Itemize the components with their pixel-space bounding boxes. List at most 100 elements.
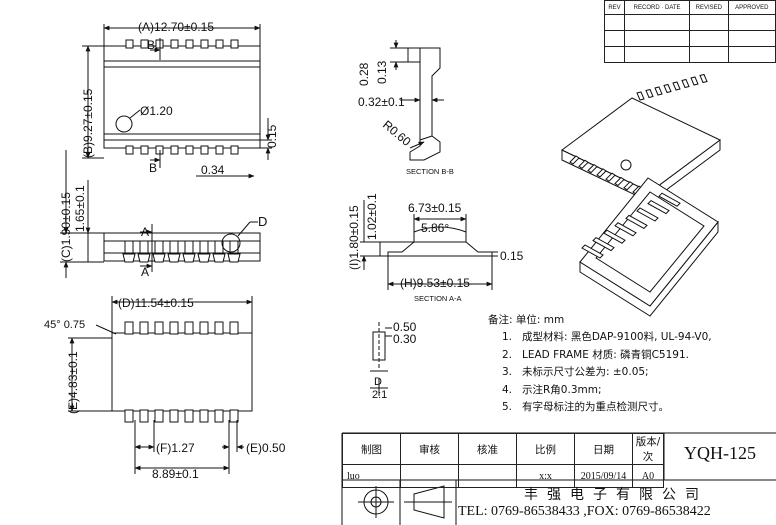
bottom-view-body <box>111 332 253 412</box>
lead-offset-label: 0.34 <box>201 163 225 177</box>
iso-top-back-lead <box>654 86 663 96</box>
iso-bottom-lead <box>581 244 604 259</box>
bb-013-label: 0.13 <box>375 60 389 84</box>
side-lead-outline <box>169 240 179 254</box>
iso-top-front-lead <box>578 159 589 169</box>
approved-by-header: 核准 <box>458 433 517 465</box>
detail-d-labels: 0.50 0.30 D 2:1 <box>372 320 417 401</box>
bottom-view <box>68 296 253 474</box>
iso-top-back-lead <box>672 81 681 91</box>
chamfer-label: 45° 0.75 <box>44 319 85 331</box>
detail-scale: 2:1 <box>372 389 387 401</box>
top-lead <box>215 39 224 49</box>
section-a-mark-bottom: A <box>141 265 149 279</box>
aa-015-label: 0.15 <box>500 249 524 263</box>
aa-102-label: 1.02±0.1 <box>365 193 379 240</box>
bottom-lead <box>169 321 179 335</box>
bottom-lead <box>139 409 149 423</box>
approved-col: APPROVED <box>727 0 776 15</box>
approved-by-value <box>458 464 517 488</box>
side-view-body <box>103 232 261 262</box>
bottom-lead <box>124 409 134 423</box>
side-view <box>60 150 261 278</box>
detail-030-label: 0.30 <box>393 332 417 346</box>
rev-col: REV <box>603 0 626 15</box>
top-lead <box>215 145 224 155</box>
top-lead <box>185 39 194 49</box>
date-value: 2015/09/14 <box>574 464 633 488</box>
bottom-lead <box>184 409 194 423</box>
top-view-lower-pins <box>125 145 239 155</box>
iso-top-back-lead <box>699 73 708 84</box>
top-lead <box>200 39 209 49</box>
dim-h-label: (H)9.53±0.15 <box>400 276 470 290</box>
iso-top-front-lead <box>623 181 634 191</box>
side-lead-outline <box>124 240 134 254</box>
top-lead <box>170 39 179 49</box>
revised-col: REVISED <box>689 0 729 15</box>
iso-top-back-lead <box>690 76 699 86</box>
isometric-bottom <box>579 177 719 317</box>
bottom-lead <box>139 321 149 335</box>
iso-bottom-body <box>579 177 719 307</box>
revision-header-row: REV RECORD · DATE REVISED APPROVED <box>603 0 776 15</box>
side-lead-outline <box>229 240 239 254</box>
iso-top-back-lead <box>663 83 672 94</box>
body-height-label: 1.65±0.1 <box>73 185 87 232</box>
drawn-by-header: 制图 <box>342 433 401 465</box>
contact-info: TEL: 0769-86538433 ,FOX: 0769-86538422 <box>458 504 711 519</box>
dim-c-label: (C)1.90±0.15 <box>59 192 73 262</box>
iso-top-front-lead <box>587 163 598 174</box>
bottom-lead <box>124 321 134 335</box>
aa-angle-label: 5.86° <box>421 221 449 235</box>
iso-bottom-lead <box>647 199 670 215</box>
iso-bottom-lead <box>603 229 626 244</box>
section-aa <box>360 200 498 290</box>
bb-032-label: 0.32±0.1 <box>358 95 405 109</box>
section-aa-title: SECTION A-A <box>414 294 462 303</box>
section-bb-labels: 0.28 0.13 0.32±0.1 R0.60 SECTION B-B <box>357 60 454 176</box>
iso-top-body <box>561 97 721 193</box>
side-view-labels: (C)1.90±0.15 1.65±0.1 A A D <box>59 185 267 279</box>
pitch-f-label: (F)1.27 <box>156 441 195 455</box>
iso-bottom-pins <box>581 192 681 259</box>
dim-i-label: (I)1.80±0.15 <box>347 205 361 270</box>
top-view-body <box>103 45 261 149</box>
detail-d <box>370 322 392 396</box>
iso-top-front-lead <box>605 172 616 182</box>
bottom-lead <box>199 321 209 335</box>
detail-title-d: D <box>374 376 382 388</box>
note-item: 4.示注R角0.3mm; <box>502 383 602 396</box>
section-a-mark-top: A <box>141 225 149 239</box>
iso-top-back-lead <box>636 91 645 101</box>
date-header: 日期 <box>574 433 633 465</box>
bottom-lead <box>169 409 179 423</box>
bottom-view-lower-pins <box>124 409 239 423</box>
bottom-lead <box>184 321 194 335</box>
section-aa-labels: 6.73±0.15 5.86° (I)1.80±0.15 1.02±0.1 (H… <box>347 193 524 303</box>
bottom-lead <box>214 321 224 335</box>
revision-table: REV RECORD · DATE REVISED APPROVED <box>603 0 776 63</box>
side-lead-outline <box>154 240 164 254</box>
side-lead <box>167 253 181 263</box>
side-lead <box>122 253 136 263</box>
detail-d-label: D <box>258 214 267 229</box>
dim-e-label: (E)4.83±0.1 <box>66 351 80 414</box>
side-lead <box>227 253 241 263</box>
company-name: 丰强电子有限公司 <box>524 487 708 503</box>
side-lead <box>182 253 196 263</box>
checked-by-header: 审核 <box>400 433 459 465</box>
bottom-lead <box>214 409 224 423</box>
iso-top-front-lead <box>596 168 607 178</box>
note-item: 5.有字母标注的为重点检测尺寸。 <box>502 401 669 414</box>
drawing-number: YQH-125 <box>684 443 756 463</box>
section-b-mark-top: B <box>147 38 155 52</box>
top-lead <box>140 39 149 49</box>
side-lead-outline <box>199 240 209 254</box>
side-lead-outline <box>184 240 194 254</box>
pin1-hole <box>115 115 133 133</box>
note-item: 2.LEAD FRAME 材质: 磷青铜C5191. <box>502 348 689 361</box>
hole-diameter-label: Ø1.20 <box>140 104 173 118</box>
revision-row <box>603 30 776 47</box>
lead-thickness-label: 0.15 <box>265 124 279 148</box>
